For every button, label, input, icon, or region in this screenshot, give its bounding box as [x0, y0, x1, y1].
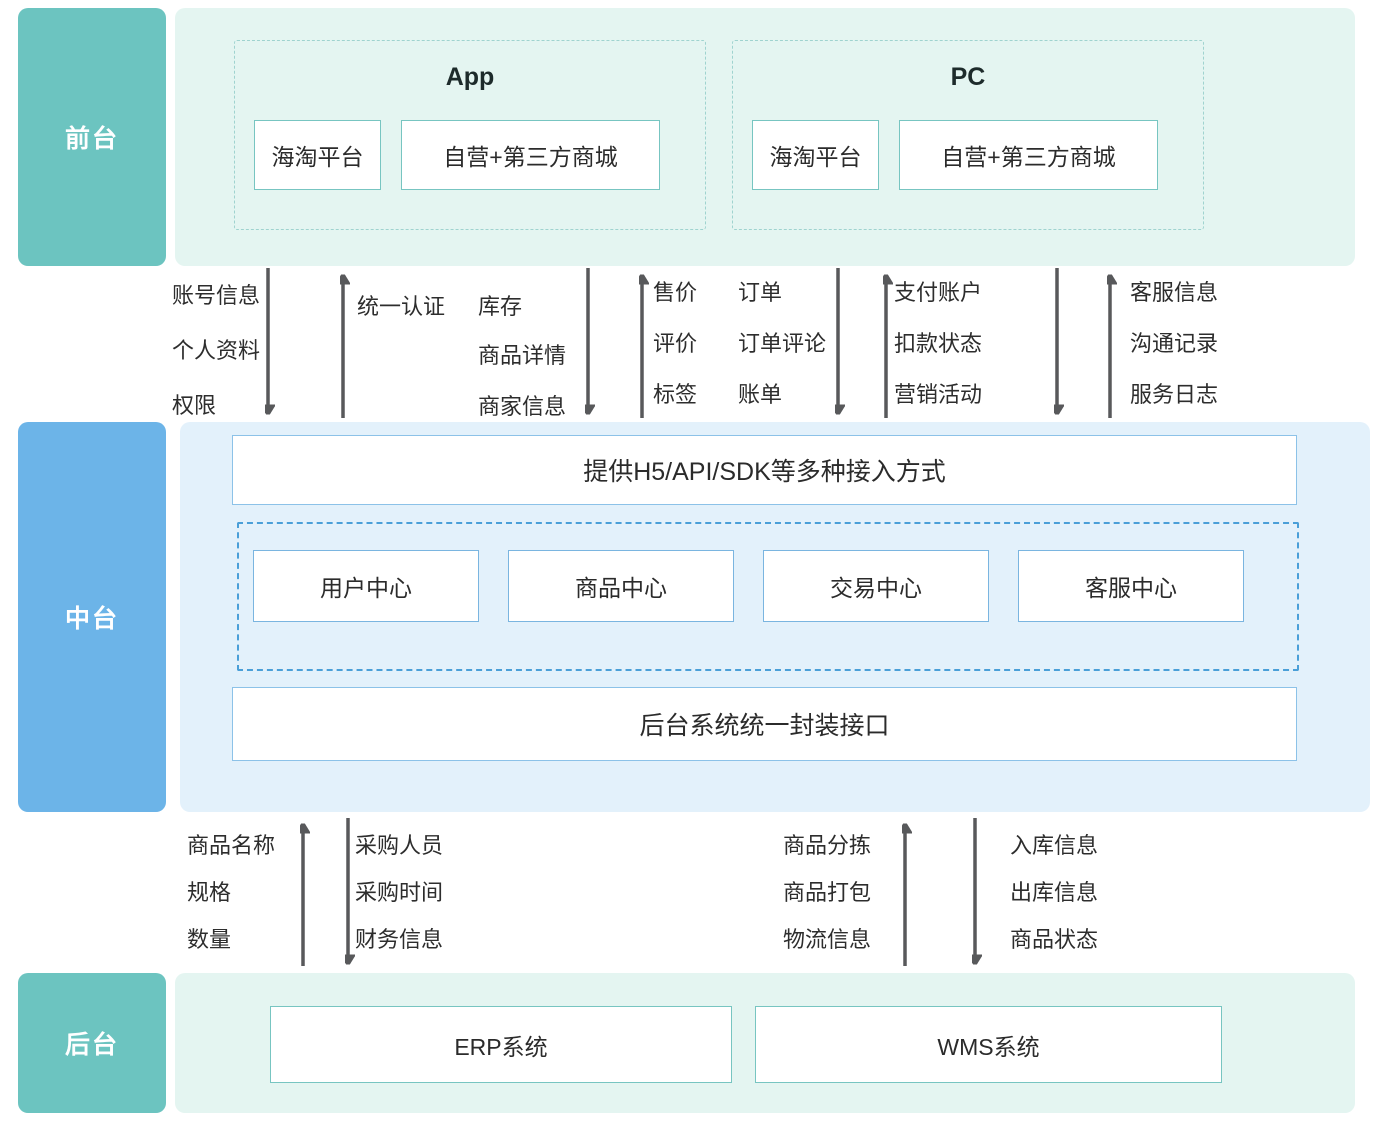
middle-center-2-label: 商品中心 — [575, 575, 667, 601]
middle-center-2[interactable]: 商品中心 — [508, 550, 734, 622]
front-app-box-2-label: 自营+第三方商城 — [443, 144, 618, 170]
flow-label: 订单评论 — [738, 331, 827, 356]
front-group-app: App 海淘平台 自营+第三方商城 — [234, 40, 706, 230]
front-app-box-2[interactable]: 自营+第三方商城 — [401, 120, 660, 190]
flow-label: 入库信息 — [1010, 833, 1099, 858]
middle-encapsulation-bar-label: 后台系统统一封装接口 — [639, 712, 890, 740]
layer-tab-back: 后台 — [18, 973, 166, 1113]
flow-label: 订单 — [738, 280, 783, 305]
flow-label: 沟通记录 — [1130, 331, 1219, 356]
front-pc-box-1[interactable]: 海淘平台 — [752, 120, 879, 190]
flow-label: 标签 — [653, 382, 698, 407]
flow-label: 统一认证 — [357, 294, 446, 319]
flow-label: 规格 — [187, 880, 232, 905]
back-system-erp[interactable]: ERP系统 — [270, 1006, 732, 1083]
flow-label: 商品打包 — [783, 880, 872, 905]
flow-label: 商家信息 — [478, 394, 567, 419]
flow-label: 扣款状态 — [894, 331, 983, 356]
front-pc-box-2-label: 自营+第三方商城 — [941, 144, 1116, 170]
front-group-pc: PC 海淘平台 自营+第三方商城 — [732, 40, 1204, 230]
layer-tab-front: 前台 — [18, 8, 166, 266]
front-group-app-title: App — [445, 63, 495, 91]
flow-label: 营销活动 — [894, 382, 983, 407]
middle-center-1[interactable]: 用户中心 — [253, 550, 479, 622]
flow-label: 商品分拣 — [783, 833, 872, 858]
back-system-erp-label: ERP系统 — [454, 1033, 548, 1060]
front-layer-panel: App 海淘平台 自营+第三方商城 PC 海淘平台 自营+第三方商城 — [175, 8, 1355, 266]
flow-label: 采购时间 — [355, 880, 444, 905]
flow-label: 物流信息 — [783, 927, 872, 952]
middle-center-3[interactable]: 交易中心 — [763, 550, 989, 622]
back-system-wms[interactable]: WMS系统 — [755, 1006, 1222, 1083]
flow-label: 库存 — [478, 294, 523, 319]
front-pc-box-2[interactable]: 自营+第三方商城 — [899, 120, 1158, 190]
flow-label: 商品详情 — [478, 343, 567, 368]
middle-access-bar-label: 提供H5/API/SDK等多种接入方式 — [583, 458, 946, 486]
layer-tab-middle: 中台 — [18, 422, 166, 812]
flow-label: 账号信息 — [172, 283, 261, 308]
layer-tab-front-label: 前台 — [64, 125, 119, 153]
front-app-box-1-label: 海淘平台 — [271, 144, 364, 170]
middle-center-3-label: 交易中心 — [830, 575, 922, 601]
middle-layer-panel: 提供H5/API/SDK等多种接入方式 用户中心 商品中心 交易中心 客服中心 … — [180, 422, 1370, 812]
middle-access-bar[interactable]: 提供H5/API/SDK等多种接入方式 — [232, 435, 1297, 505]
middle-center-4-label: 客服中心 — [1085, 575, 1177, 601]
flow-label: 商品状态 — [1010, 927, 1099, 952]
flow-label: 服务日志 — [1130, 382, 1219, 407]
front-group-pc-title: PC — [950, 63, 986, 91]
flow-label: 数量 — [187, 927, 232, 952]
layer-tab-middle-label: 中台 — [64, 605, 119, 633]
flow-label: 支付账户 — [894, 280, 983, 305]
flow-label: 售价 — [653, 280, 698, 305]
middle-centers-container: 用户中心 商品中心 交易中心 客服中心 — [237, 522, 1299, 671]
front-app-box-1[interactable]: 海淘平台 — [254, 120, 381, 190]
flow-label: 权限 — [172, 393, 217, 418]
flow-label: 个人资料 — [172, 338, 261, 363]
flow-label: 客服信息 — [1130, 280, 1219, 305]
middle-center-4[interactable]: 客服中心 — [1018, 550, 1244, 622]
flow-label: 商品名称 — [187, 833, 276, 858]
flow-label: 采购人员 — [355, 833, 444, 858]
flow-label: 出库信息 — [1010, 880, 1099, 905]
front-pc-box-1-label: 海淘平台 — [769, 144, 862, 170]
middle-encapsulation-bar[interactable]: 后台系统统一封装接口 — [232, 687, 1297, 761]
back-system-wms-label: WMS系统 — [937, 1033, 1040, 1060]
layer-tab-back-label: 后台 — [64, 1031, 119, 1059]
flow-label: 账单 — [738, 382, 783, 407]
flow-label: 财务信息 — [355, 927, 444, 952]
back-layer-panel: ERP系统 WMS系统 — [175, 973, 1355, 1113]
flow-label: 评价 — [653, 331, 698, 356]
middle-center-1-label: 用户中心 — [320, 575, 412, 601]
